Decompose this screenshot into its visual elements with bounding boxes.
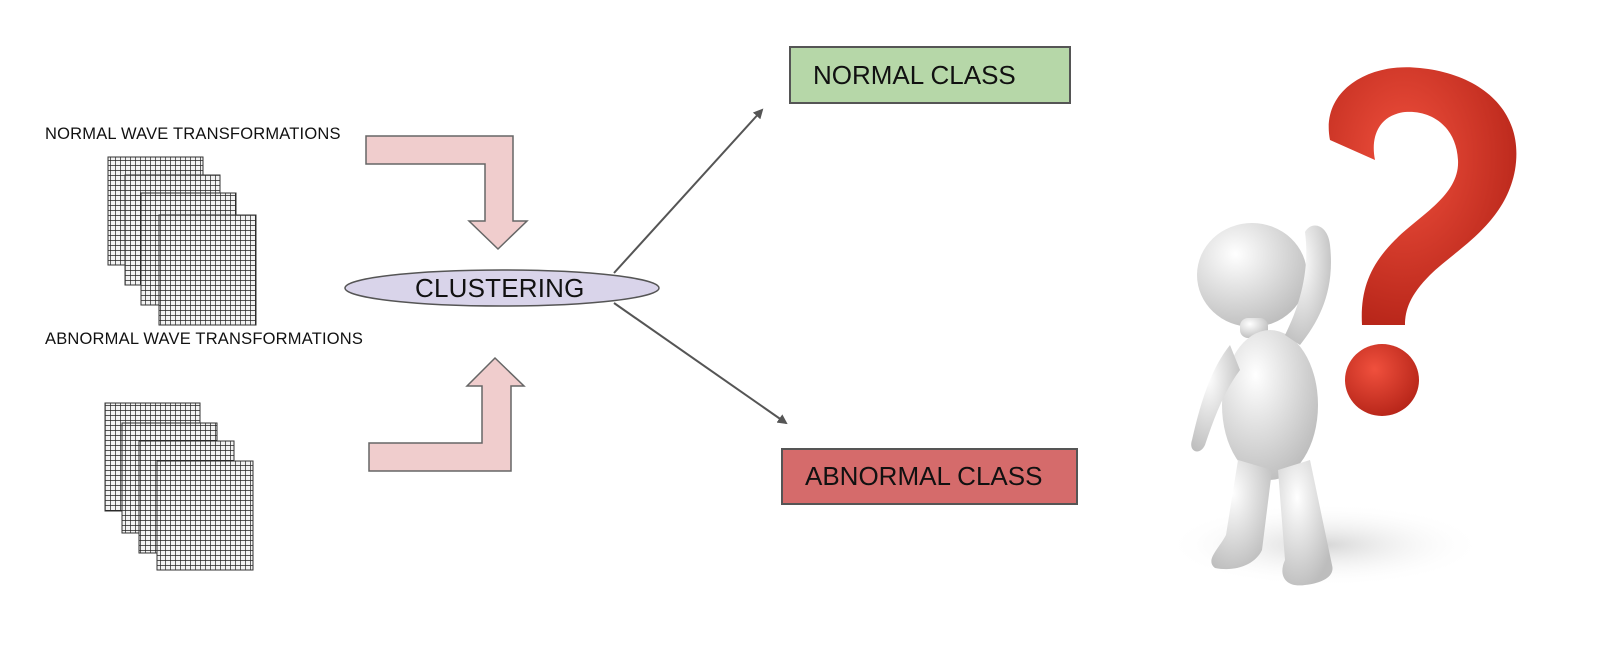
abnormal-class-box: ABNORMAL CLASS: [781, 448, 1078, 505]
arrow-to-normal-class: [613, 108, 764, 274]
normal-class-label: NORMAL CLASS: [813, 59, 1016, 90]
thinking-figure-illustration: [1165, 67, 1517, 587]
clustering-label: CLUSTERING: [415, 273, 585, 303]
normal-to-clustering-arrow: [365, 135, 529, 251]
person-figure: [1191, 223, 1333, 586]
question-mark-icon: [1328, 67, 1517, 325]
abnormal-to-clustering-arrow: [368, 356, 526, 472]
normal-class-box: NORMAL CLASS: [789, 46, 1071, 104]
normal-wave-image-stack: [107, 156, 257, 326]
clustering-ellipse: [344, 269, 660, 307]
abnormal-wave-image-stack: [104, 402, 254, 571]
arrow-to-abnormal-class: [613, 302, 788, 425]
abnormal-class-label: ABNORMAL CLASS: [805, 461, 1043, 491]
abnormal-wave-label: ABNORMAL WAVE TRANSFORMATIONS: [45, 330, 364, 348]
normal-wave-label: NORMAL WAVE TRANSFORMATIONS: [45, 125, 341, 143]
